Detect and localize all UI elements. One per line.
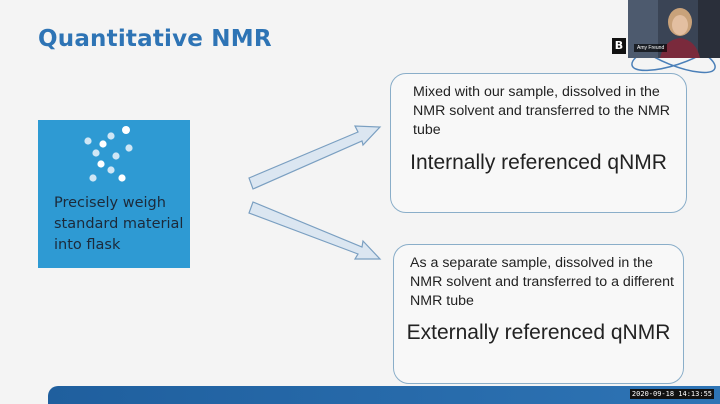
- molecule-dots-icon: [84, 126, 133, 182]
- lower-arrow: [248, 201, 382, 260]
- blue-box-text: Precisely weigh standard material into f…: [54, 195, 184, 253]
- callout-heading: Internally referenced qNMR: [410, 151, 667, 174]
- internal-reference-callout: Mixed with our sample, dissolved in the …: [390, 73, 687, 213]
- external-reference-callout: As a separate sample, dissolved in the N…: [393, 244, 684, 384]
- recording-timestamp: 2020-09-18 14:13:55: [629, 389, 714, 399]
- presenter-name-tag: Amy Freund: [634, 44, 668, 52]
- callout-description: As a separate sample, dissolved in the N…: [410, 255, 674, 309]
- callout-heading: Externally referenced qNMR: [406, 321, 671, 344]
- b-logo: B: [612, 38, 626, 54]
- upper-arrow: [248, 125, 382, 190]
- webcam-video: Amy Freund: [628, 0, 720, 58]
- slide-title: Quantitative NMR: [38, 26, 272, 52]
- callout-description: Mixed with our sample, dissolved in the …: [413, 84, 671, 138]
- split-arrows: [248, 125, 382, 260]
- bottom-bar: 2020-09-18 14:13:55: [48, 386, 720, 404]
- presenter-avatar: [660, 8, 700, 58]
- standard-material-box: Precisely weigh standard material into f…: [38, 120, 190, 268]
